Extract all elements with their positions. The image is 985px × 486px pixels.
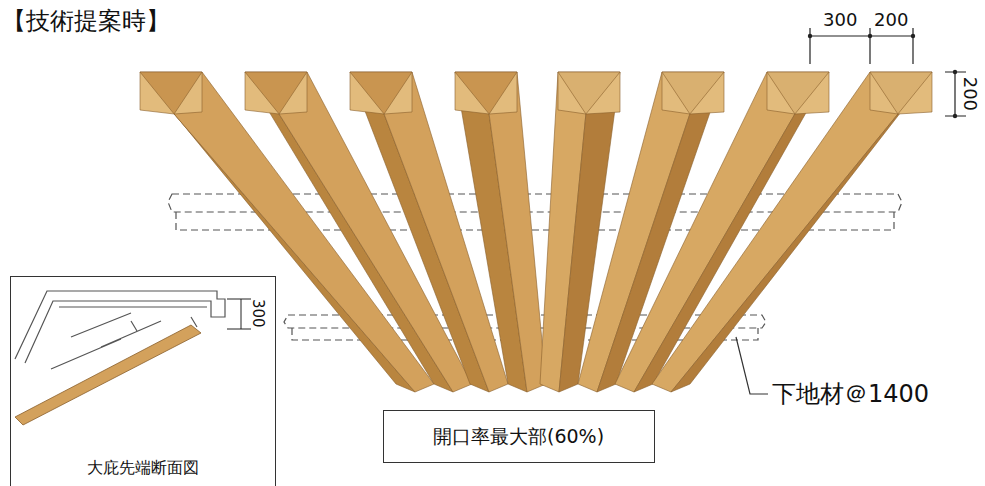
dimension-text: 300 (823, 10, 857, 30)
callout-label: 下地材＠1400 (772, 381, 929, 407)
section-drawing (11, 277, 275, 486)
beam-end (558, 72, 620, 114)
beam-side (671, 72, 932, 392)
dimension-lines (810, 28, 966, 116)
caption: 大庇先端断面図 (87, 459, 199, 477)
leader-line (736, 337, 768, 394)
dimension-dots (808, 34, 957, 118)
beam-side (652, 72, 898, 392)
dimension-text: 300 (249, 299, 266, 328)
beam-end-shade (455, 72, 517, 114)
beam-end (245, 72, 307, 114)
beam-end-shade (870, 72, 932, 114)
section-inset-box: 大庇先端断面図 (10, 276, 276, 486)
beam-end-shade (558, 72, 620, 114)
beam-end (662, 72, 724, 114)
beam-end-shade (245, 72, 307, 114)
beam-end (455, 72, 517, 114)
dimension-text: 200 (960, 77, 980, 111)
beam-end (140, 72, 202, 114)
dimension-text: 200 (874, 10, 908, 30)
dimension-line (810, 35, 913, 36)
beam-end-shade (140, 72, 202, 114)
note-box: 開口率最大部(60%) (383, 410, 655, 463)
beam-end-shade (662, 72, 724, 114)
title: 【技術提案時】 (2, 8, 170, 34)
caption: 開口率最大部(60%) (433, 426, 604, 447)
beam-end-shade (350, 72, 412, 114)
beam-end (350, 72, 412, 114)
beam-end (767, 72, 829, 114)
dimension-tick (810, 28, 913, 64)
beam-side (489, 72, 546, 392)
beam-end-shade (767, 72, 829, 114)
beam-end (870, 72, 932, 114)
